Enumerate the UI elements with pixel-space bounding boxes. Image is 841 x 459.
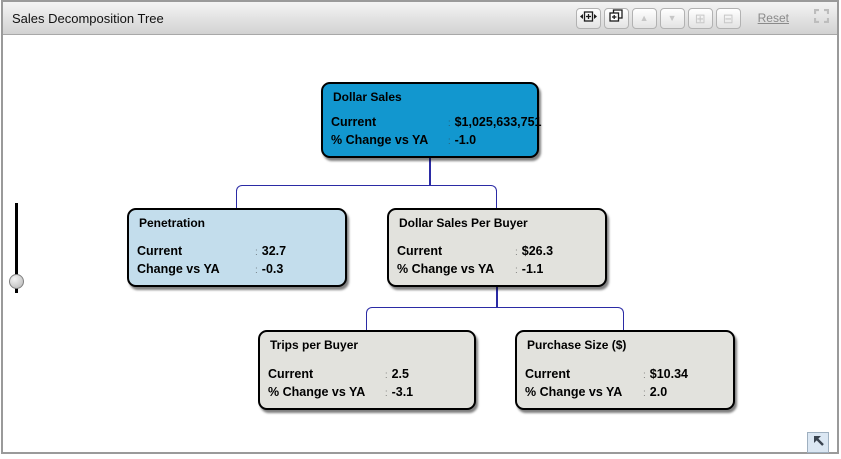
triangle-down-icon: ▼ bbox=[667, 12, 677, 23]
expand-corners-icon bbox=[813, 8, 829, 28]
metric-label: % Change vs YA bbox=[525, 385, 623, 399]
triangle-up-icon: ▲ bbox=[639, 12, 649, 23]
metric-row: Current : 2.5 bbox=[268, 366, 466, 384]
fit-width-button[interactable] bbox=[575, 7, 601, 29]
metric-separator: : bbox=[255, 247, 258, 258]
node-dollar-sales-per-buyer[interactable]: Dollar Sales Per Buyer Current : $26.3 %… bbox=[387, 208, 607, 287]
node-trips-per-buyer[interactable]: Trips per Buyer Current : 2.5 % Change v… bbox=[258, 330, 476, 410]
tree-connector-stem-level2 bbox=[496, 285, 498, 307]
node-title: Purchase Size ($) bbox=[527, 338, 627, 352]
metric-row: % Change vs YA : -1.0 bbox=[331, 132, 529, 150]
tree-connector-stem-level1 bbox=[429, 156, 431, 185]
metric-rows: Current : 32.7 Change vs YA : -0.3 bbox=[137, 243, 337, 279]
metric-value: $1,025,633,751 bbox=[454, 115, 542, 129]
metric-rows: Current : $26.3 % Change vs YA : -1.1 bbox=[397, 243, 597, 279]
widget-header: Sales Decomposition Tree bbox=[3, 2, 837, 35]
metric-separator: : bbox=[515, 247, 518, 258]
expand-widget-button[interactable] bbox=[812, 8, 830, 28]
node-purchase-size[interactable]: Purchase Size ($) Current : $10.34 % Cha… bbox=[515, 330, 735, 410]
metric-label: % Change vs YA bbox=[268, 385, 366, 399]
metric-label: Current bbox=[525, 367, 571, 381]
metric-separator: : bbox=[643, 388, 646, 399]
metric-row: % Change vs YA : 2.0 bbox=[525, 384, 725, 402]
metric-value: -1.0 bbox=[454, 133, 477, 147]
metric-value: -1.1 bbox=[521, 262, 544, 276]
arrow-up-left-icon bbox=[812, 434, 825, 452]
metric-value: -0.3 bbox=[261, 262, 284, 276]
metric-label: % Change vs YA bbox=[397, 262, 495, 276]
metric-separator: : bbox=[384, 388, 388, 399]
tree-connector-bracket-level2 bbox=[366, 307, 624, 330]
cascade-icon bbox=[609, 9, 623, 27]
node-penetration[interactable]: Penetration Current : 32.7 Change vs YA … bbox=[127, 208, 347, 287]
metric-rows: Current : $10.34 % Change vs YA : 2.0 bbox=[525, 366, 725, 402]
metric-rows: Current : $1,025,633,751 % Change vs YA … bbox=[331, 114, 541, 150]
node-title: Dollar Sales Per Buyer bbox=[399, 216, 528, 230]
metric-separator: : bbox=[643, 370, 646, 381]
reset-link[interactable]: Reset bbox=[757, 11, 789, 25]
metric-label: Current bbox=[397, 244, 443, 258]
metric-value: $26.3 bbox=[521, 244, 554, 258]
zoom-slider-handle[interactable] bbox=[9, 274, 24, 289]
tree-canvas: Dollar Sales Current : $1,025,633,751 % … bbox=[3, 36, 837, 453]
metric-separator: : bbox=[255, 265, 258, 276]
minus-box-icon: ⊟ bbox=[722, 10, 734, 26]
zoom-in-button[interactable]: ⊞ bbox=[687, 7, 713, 29]
plus-box-icon: ⊞ bbox=[694, 10, 706, 26]
metric-row: % Change vs YA : -3.1 bbox=[268, 384, 466, 402]
metric-value: -3.1 bbox=[391, 385, 414, 399]
metric-row: Current : $1,025,633,751 bbox=[331, 114, 541, 132]
node-title: Dollar Sales bbox=[333, 90, 402, 104]
node-title: Penetration bbox=[139, 216, 206, 230]
zoom-slider-track[interactable] bbox=[15, 203, 18, 293]
metric-row: Current : $10.34 bbox=[525, 366, 725, 384]
metric-label: Current bbox=[268, 367, 314, 381]
metric-row: Change vs YA : -0.3 bbox=[137, 261, 337, 279]
metric-row: Current : $26.3 bbox=[397, 243, 597, 261]
metric-row: Current : 32.7 bbox=[137, 243, 337, 261]
tree-connector-bracket-level1 bbox=[236, 185, 497, 208]
metric-separator: : bbox=[515, 265, 518, 276]
metric-label: Current bbox=[137, 244, 183, 258]
page-title: Sales Decomposition Tree bbox=[12, 10, 164, 26]
metric-separator: : bbox=[447, 118, 451, 129]
metric-value: 2.0 bbox=[649, 385, 668, 399]
cascade-button[interactable] bbox=[603, 7, 629, 29]
metric-rows: Current : 2.5 % Change vs YA : -3.1 bbox=[268, 366, 466, 402]
fit-width-icon bbox=[579, 9, 597, 27]
metric-row: % Change vs YA : -1.1 bbox=[397, 261, 597, 279]
zoom-out-button[interactable]: ⊟ bbox=[715, 7, 741, 29]
node-title: Trips per Buyer bbox=[270, 338, 359, 352]
metric-value: $10.34 bbox=[649, 367, 689, 381]
toolbar: ▲ ▼ ⊞ ⊟ Reset bbox=[575, 7, 830, 29]
metric-value: 32.7 bbox=[261, 244, 287, 258]
metric-label: Change vs YA bbox=[137, 262, 220, 276]
move-up-button[interactable]: ▲ bbox=[631, 7, 657, 29]
move-down-button[interactable]: ▼ bbox=[659, 7, 685, 29]
node-dollar-sales[interactable]: Dollar Sales Current : $1,025,633,751 % … bbox=[321, 82, 541, 158]
metric-value: 2.5 bbox=[391, 367, 409, 381]
metric-label: Current bbox=[331, 115, 377, 129]
metric-separator: : bbox=[447, 136, 451, 147]
metric-label: % Change vs YA bbox=[331, 133, 429, 147]
scroll-origin-button[interactable] bbox=[807, 432, 829, 453]
metric-separator: : bbox=[384, 370, 388, 381]
